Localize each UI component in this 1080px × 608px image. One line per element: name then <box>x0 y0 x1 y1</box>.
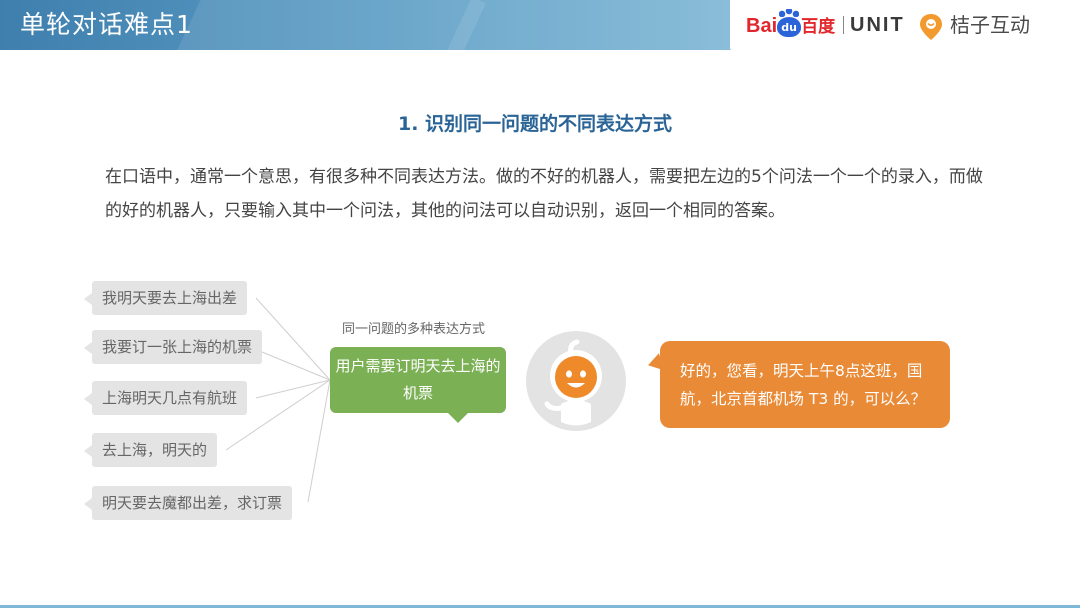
reply-text: 好的，您看，明天上午8点这班，国航，北京首都机场 T3 的，可以么？ <box>680 362 927 408</box>
intent-caption: 同一问题的多种表达方式 <box>342 322 486 337</box>
baidu-logo-latin: Bai <box>746 15 778 37</box>
baidu-logo-du: du <box>781 21 797 34</box>
description-paragraph: 在口语中，通常一个意思，有很多种不同表达方法。做的不好的机器人，需要把左边的5个… <box>105 167 983 221</box>
question-bubble: 我明天要去上海出差 <box>83 281 248 315</box>
baidu-logo-cn: 百度 <box>801 17 836 37</box>
header-decoration <box>444 0 756 50</box>
question-bubble: 上海明天几点有航班 <box>83 381 248 415</box>
intent-bubble: 用户需要订明天去上海的机票 <box>330 347 506 423</box>
robot-mascot-icon <box>526 331 626 431</box>
juzi-logo-text: 桔子互动 <box>950 13 1030 37</box>
section-heading: 1. 识别同一问题的不同表达方式 <box>397 113 673 135</box>
reply-bubble: 好的，您看，明天上午8点这班，国航，北京首都机场 T3 的，可以么？ <box>660 341 950 428</box>
question-bubble: 明天要去魔都出差，求订票 <box>83 486 293 520</box>
slide-title: 单轮对话难点1 <box>20 10 193 39</box>
unit-logo: UNIT <box>850 14 905 36</box>
juzi-pin-icon <box>920 14 942 40</box>
question-bubble: 去上海，明天的 <box>83 433 218 467</box>
baidu-paw-icon: du <box>777 9 802 37</box>
footer-bar <box>0 605 1080 608</box>
intent-text: 用户需要订明天去上海的机票 <box>335 357 501 402</box>
question-bubble: 我要订一张上海的机票 <box>83 330 263 364</box>
header-decoration <box>174 0 486 50</box>
logo-divider <box>843 16 844 34</box>
